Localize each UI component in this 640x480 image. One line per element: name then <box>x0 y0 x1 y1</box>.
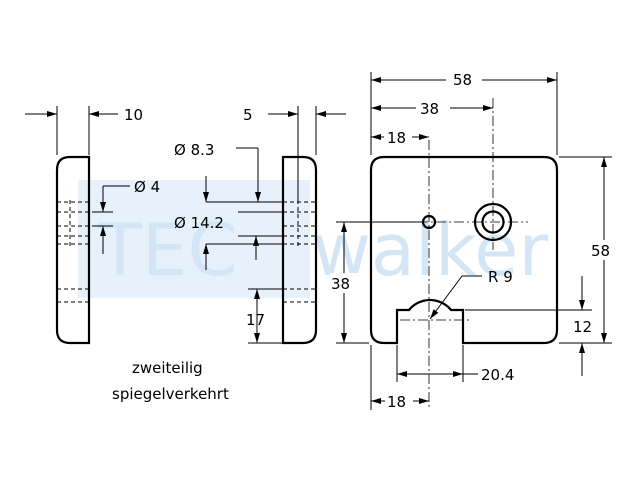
side-view-outline <box>55 155 91 345</box>
radius-leader <box>429 275 463 320</box>
section-dim-height: 17 <box>246 311 265 329</box>
section-view: 5 Ø 8.3 Ø 14.2 17 <box>174 106 346 345</box>
section-dim-thickness: 5 <box>243 106 253 124</box>
front-dim-small-hole-x: 18 <box>387 129 406 147</box>
side-dim-bore-small: Ø 4 <box>134 178 160 196</box>
section-dim-bore-large: Ø 14.2 <box>174 214 224 232</box>
front-dim-slot-width: 20.4 <box>481 366 514 384</box>
section-dim-bore-mid: Ø 8.3 <box>174 141 214 159</box>
side-note-line1: zweiteilig <box>132 359 203 377</box>
watermark: TEC walker <box>78 180 548 298</box>
side-dim-thickness: 10 <box>124 106 143 124</box>
front-view-outline <box>369 155 559 345</box>
front-dim-bore-x: 38 <box>420 100 439 118</box>
front-dim-radius: R 9 <box>488 268 513 286</box>
front-dim-slot-height: 12 <box>573 318 592 336</box>
side-view: 10 Ø 4 zweiteilig spiegelverkehrt <box>25 106 229 403</box>
front-dim-slot-center-x: 18 <box>387 393 406 411</box>
front-dim-bore-height: 38 <box>331 275 350 293</box>
section-view-outline <box>281 155 318 345</box>
watermark-panel <box>78 180 310 298</box>
watermark-text-left: TEC <box>97 208 238 292</box>
front-view: 58 38 18 58 38 R 9 12 <box>330 68 620 411</box>
side-note-line2: spiegelverkehrt <box>112 385 229 403</box>
front-dim-height-total: 58 <box>591 242 610 260</box>
front-dim-width-total: 58 <box>453 71 472 89</box>
